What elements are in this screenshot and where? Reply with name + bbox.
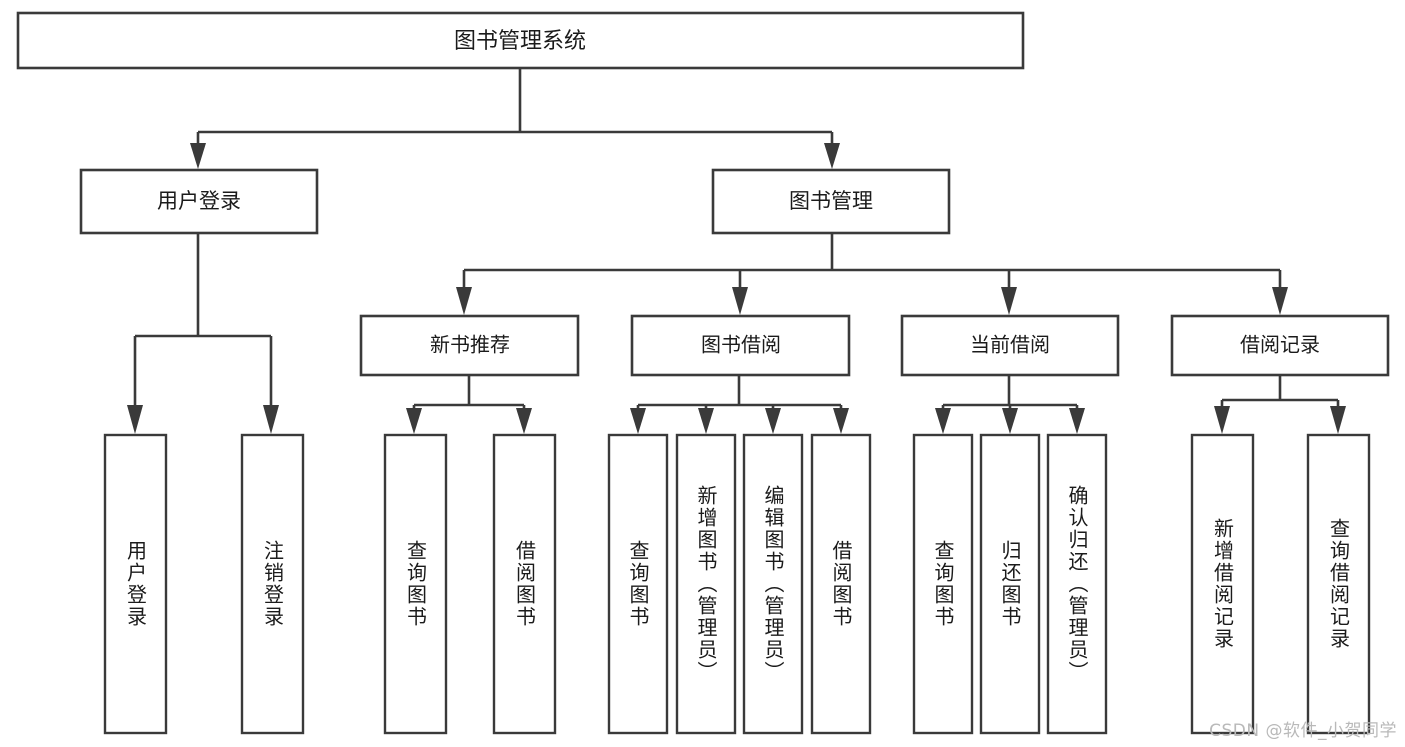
arrow-head-leaf-add-book [698,408,714,434]
leaf-borrow-book-1-box[interactable] [492,433,557,735]
leaf-query-book-2[interactable]: 查询图书 [607,433,669,735]
leaf-user-login[interactable]: 用户登录 [103,433,168,735]
leaf-query-book-1[interactable]: 查询图书 [383,433,448,735]
leaf-borrow-book-2-box[interactable] [810,433,872,735]
leaf-add-book[interactable]: 新增图书（管理员） [675,433,737,735]
leaf-query-book-2-box[interactable] [607,433,669,735]
connectors-borrow-record-to-leaves [1214,375,1346,434]
node-current-borrow[interactable]: 当前借阅 [900,314,1120,377]
leaf-logout-login-label: 注销登录 [260,540,285,628]
leaf-logout-login[interactable]: 注销登录 [240,433,305,735]
leaf-borrow-book-1-label: 借阅图书 [512,540,537,628]
leaf-borrow-book-2-label: 借阅图书 [829,540,853,628]
node-user-login[interactable]: 用户登录 [79,168,319,235]
leaf-query-book-3[interactable]: 查询图书 [912,433,974,735]
leaf-confirm-return-box[interactable] [1046,433,1108,735]
node-root-book-management-system[interactable]: 图书管理系统 [16,11,1025,70]
connectors-new-book-recommend-to-leaves [406,375,532,434]
leaf-return-book-box[interactable] [979,433,1041,735]
leaf-confirm-return[interactable]: 确认归还（管理员） [1046,433,1108,735]
leaf-add-book-label: 新增图书（管理员） [694,485,718,683]
leaf-confirm-return-label: 确认归还（管理员） [1065,485,1089,683]
leaf-user-login-label: 用户登录 [123,540,148,628]
node-borrow-record[interactable]: 借阅记录 [1170,314,1390,377]
arrow-head-borrow-record [1272,287,1288,315]
arrow-head-leaf-borrow-book-2 [833,408,849,434]
arrow-head-leaf-query-book-2 [630,408,646,434]
leaf-query-book-3-label: 查询图书 [931,540,955,628]
leaf-add-book-box[interactable] [675,433,737,735]
node-user-login-label: 用户登录 [157,189,241,213]
arrow-head-leaf-query-record [1330,406,1346,434]
arrow-head-leaf-edit-book [765,408,781,434]
leaf-return-book-label: 归还图书 [998,540,1022,628]
node-borrow-record-label: 借阅记录 [1240,333,1320,357]
leaf-query-record-label: 查询借阅记录 [1326,518,1351,650]
arrow-head-leaf-query-book-3 [935,408,951,434]
leaf-add-record-box[interactable] [1190,433,1255,735]
arrow-head-leaf-return-book [1002,408,1018,434]
node-current-borrow-box[interactable] [900,314,1120,377]
node-new-book-recommend-box[interactable] [359,314,580,377]
arrow-head-book-borrow [732,287,748,315]
arrow-head-leaf-add-record [1214,406,1230,434]
node-root-box[interactable] [16,11,1025,70]
leaf-borrow-book-1[interactable]: 借阅图书 [492,433,557,735]
leaf-borrow-book-2[interactable]: 借阅图书 [810,433,872,735]
leaf-query-record-box[interactable] [1306,433,1371,735]
node-book-management-box[interactable] [711,168,951,235]
leaf-user-login-box[interactable] [103,433,168,735]
connectors-book-management-to-level3 [456,233,1288,315]
node-book-management[interactable]: 图书管理 [711,168,951,235]
connectors-user-login-to-leaves [127,233,279,434]
leaf-add-record[interactable]: 新增借阅记录 [1190,433,1255,735]
leaf-query-book-2-label: 查询图书 [626,540,650,628]
node-root-label: 图书管理系统 [454,29,586,54]
leaf-edit-book-label: 编辑图书（管理员） [761,485,785,683]
arrow-head-leaf-confirm-return [1069,408,1085,434]
node-current-borrow-label: 当前借阅 [970,333,1050,357]
node-book-borrow-label: 图书借阅 [701,333,781,357]
leaf-query-book-1-box[interactable] [383,433,448,735]
node-new-book-recommend-label: 新书推荐 [430,333,510,357]
leaf-query-book-1-label: 查询图书 [403,540,428,628]
leaf-add-record-label: 新增借阅记录 [1210,518,1235,650]
node-borrow-record-box[interactable] [1170,314,1390,377]
arrow-head-user-login [190,143,206,169]
leaf-return-book[interactable]: 归还图书 [979,433,1041,735]
leaf-edit-book[interactable]: 编辑图书（管理员） [742,433,804,735]
arrow-head-current-borrow [1001,287,1017,315]
arrow-head-leaf-user-login [127,405,143,434]
node-book-borrow-box[interactable] [630,314,851,377]
node-book-borrow[interactable]: 图书借阅 [630,314,851,377]
node-user-login-box[interactable] [79,168,319,235]
connectors-current-borrow-to-leaves [935,375,1085,434]
leaf-edit-book-box[interactable] [742,433,804,735]
connectors-book-borrow-to-leaves [630,375,849,434]
arrow-head-new-book-recommend [456,287,472,315]
connectors-root-to-level2 [190,69,840,169]
arrow-head-leaf-logout-login [263,405,279,434]
leaf-query-record[interactable]: 查询借阅记录 [1306,433,1371,735]
leaf-query-book-3-box[interactable] [912,433,974,735]
leaf-logout-login-box[interactable] [240,433,305,735]
arrow-head-leaf-borrow-book-1 [516,408,532,434]
arrow-head-book-management [824,143,840,169]
arrow-head-leaf-query-book-1 [406,408,422,434]
node-book-management-label: 图书管理 [789,189,873,213]
node-new-book-recommend[interactable]: 新书推荐 [359,314,580,377]
